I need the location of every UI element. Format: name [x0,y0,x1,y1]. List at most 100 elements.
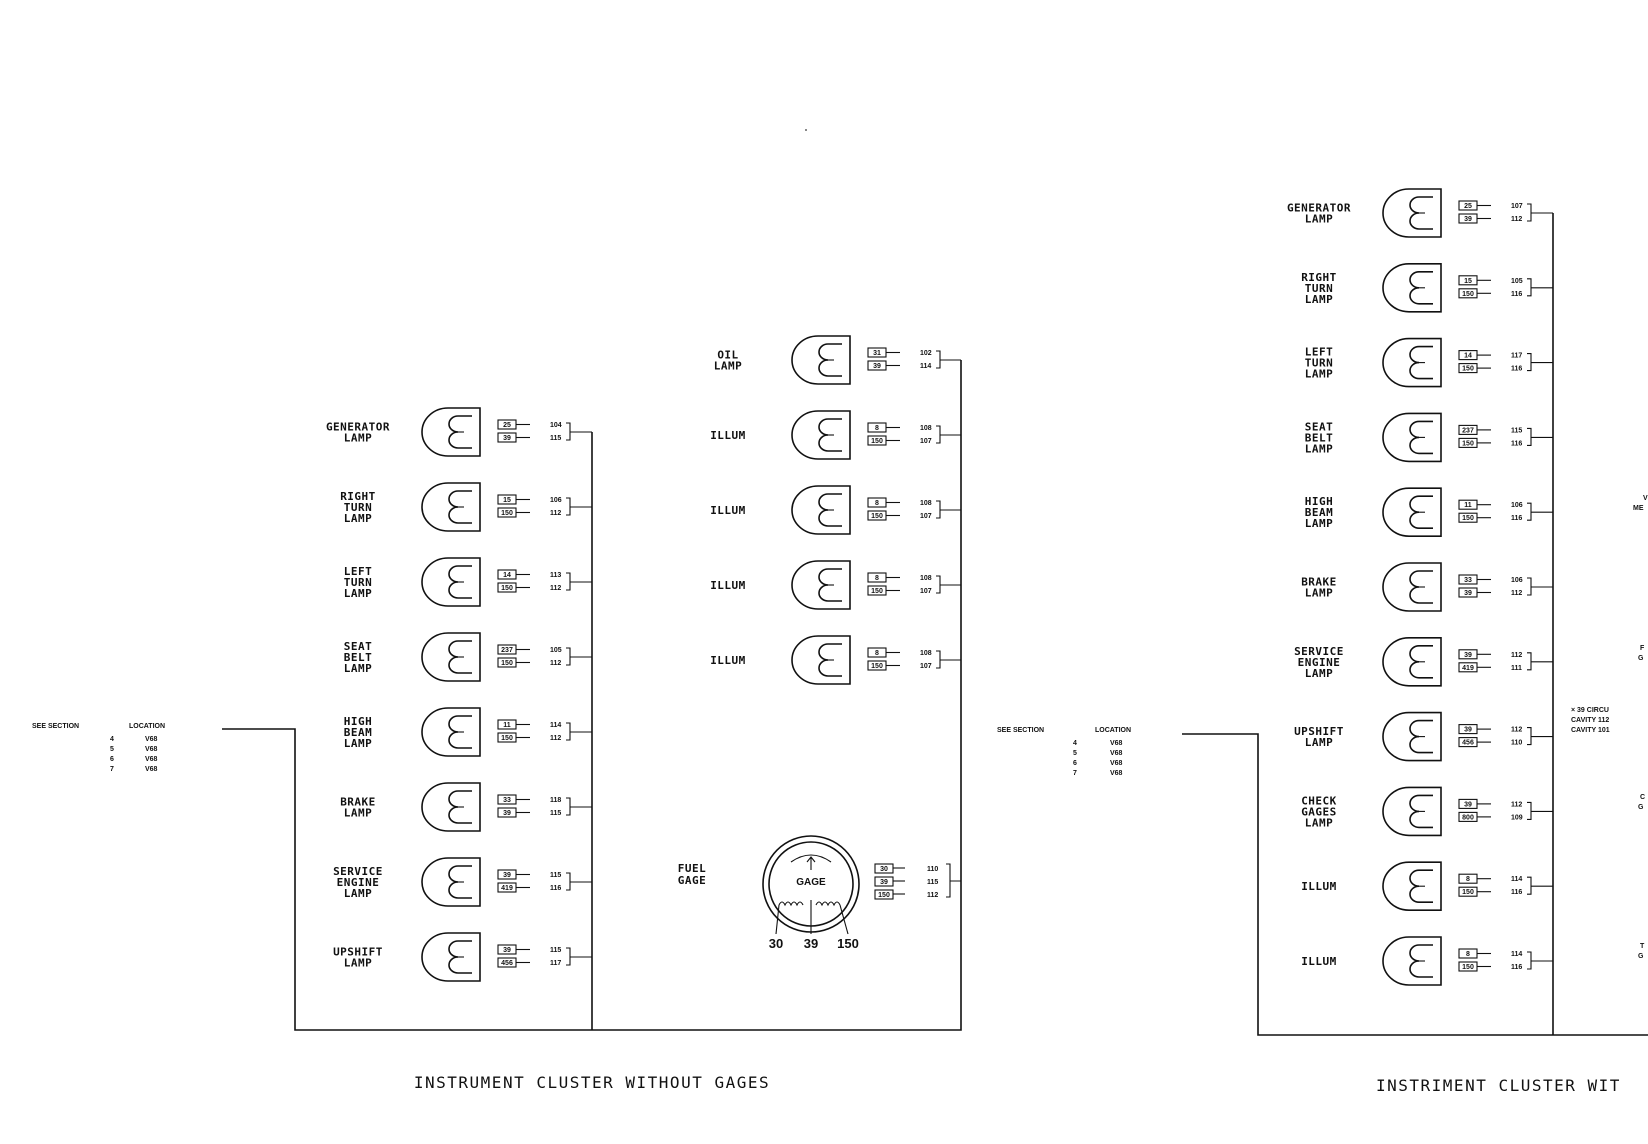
circuit-number: 237 [501,647,513,654]
lamp-socket-icon [1382,263,1442,313]
cavity-number: 117 [550,960,561,967]
lamp-socket-icon [1382,711,1442,762]
lamp-label: BELT [1305,431,1334,444]
circuit-number: 8 [875,425,879,432]
cavity-number: 112 [550,585,561,592]
location-4: V68 [145,736,158,743]
cavity-bracket [1527,727,1553,746]
location-6: V68 [145,756,158,763]
gage-bracket [946,863,961,898]
right-see-section-table: SEE SECTION LOCATION 4 V68 5 V68 6 V68 7… [997,727,1131,777]
location-7: V68 [1110,770,1123,777]
gage-lead-30 [775,904,780,935]
circuit-number: 150 [1462,515,1474,522]
cavity-number: 114 [1511,876,1522,883]
lamp-socket-icon [1382,487,1442,537]
lamp-label: ILLUM [710,579,746,592]
section-5: 5 [110,746,114,753]
lamp-label: TURN [1305,282,1334,295]
see-section-header: SEE SECTION [997,727,1044,734]
cavity-bracket [1527,652,1553,671]
cavity-number: 116 [1511,964,1522,971]
cut-label: G [1638,655,1644,662]
lamp-socket-icon [421,857,481,907]
cavity-number: 112 [1511,727,1522,734]
gage-dial-text: GAGE [796,877,826,888]
lamp-label: ILLUM [1301,955,1337,968]
lamp-label: LAMP [1305,667,1334,680]
lamp-socket-icon [1382,936,1442,986]
cavity-number: 113 [550,572,561,579]
cavity-number: 108 [920,425,932,432]
lamp-socket-icon [1382,562,1442,612]
lamp-label: TURN [1305,357,1334,370]
lamp-label: TURN [344,501,373,514]
lamp-socket-icon [791,635,851,685]
lamp-label: LAMP [1305,736,1334,749]
cavity-number: 106 [1511,577,1523,584]
cavity-number: 112 [1511,801,1522,808]
lamp-label: ENGINE [337,876,380,889]
circuit-number: 150 [1462,440,1474,447]
fuel-gage-label-line-1: FUEL [678,862,707,875]
circuit-number: 150 [1462,889,1474,896]
circuit-number: 150 [501,510,513,517]
lamp-socket-icon [791,335,851,385]
lamp-label: CHECK [1301,794,1337,807]
lamp-label: LAMP [344,957,373,970]
lamp-label: HIGH [1305,495,1334,508]
location-5: V68 [145,746,158,753]
circuit-number: 39 [503,947,511,954]
section-6: 6 [110,756,114,763]
lamp-label: UPSHIFT [333,946,383,959]
location-header: LOCATION [129,723,165,730]
circuit-number: 39 [873,363,881,370]
gage-circuit-number: 39 [880,879,888,886]
lamp-label: BRAKE [1301,576,1337,589]
cavity-bracket [566,497,592,516]
gage-coils [778,901,841,907]
lamp-label: GAGES [1301,805,1337,818]
section-4: 4 [1073,740,1077,747]
circuit-number: 150 [501,585,513,592]
lamp-label: LAMP [344,887,373,900]
lamp-socket-icon [421,782,481,832]
lamp-socket-icon [1382,637,1442,687]
circuit-number: 8 [1466,876,1470,883]
cavity-number: 102 [920,350,932,357]
cavity-number: 114 [550,722,561,729]
gage-scale-arc [790,854,832,863]
circuit-number: 11 [503,722,511,729]
lamp-label: BEAM [344,726,373,739]
gage-terminal-150: 150 [837,936,859,951]
cavity-bracket [1527,876,1553,895]
cavity-bracket [936,575,961,594]
cavity-bracket [566,722,592,741]
cavity-number: 116 [1511,291,1522,298]
circuit-number: 8 [875,575,879,582]
lamp-label: LAMP [344,587,373,600]
cavity-bracket [1527,427,1553,446]
lamp-label: ILLUM [710,654,746,667]
right-ground-bus [1182,733,1648,1036]
fuel-gage: FUEL GAGE GAGE 30 39 150 30 39 150 110 1… [678,835,961,951]
cavity-number: 115 [550,872,561,879]
cavity-number: 106 [550,497,562,504]
cavity-number: 105 [1511,278,1523,285]
cavity-bracket [936,650,961,669]
circuit-number: 25 [503,422,511,429]
circuit-number: 31 [873,350,881,357]
circuit-number: 39 [1464,652,1472,659]
lamp-socket-icon [1382,188,1442,238]
circuit-number: 150 [871,513,883,520]
cavity-number: 104 [550,422,562,429]
